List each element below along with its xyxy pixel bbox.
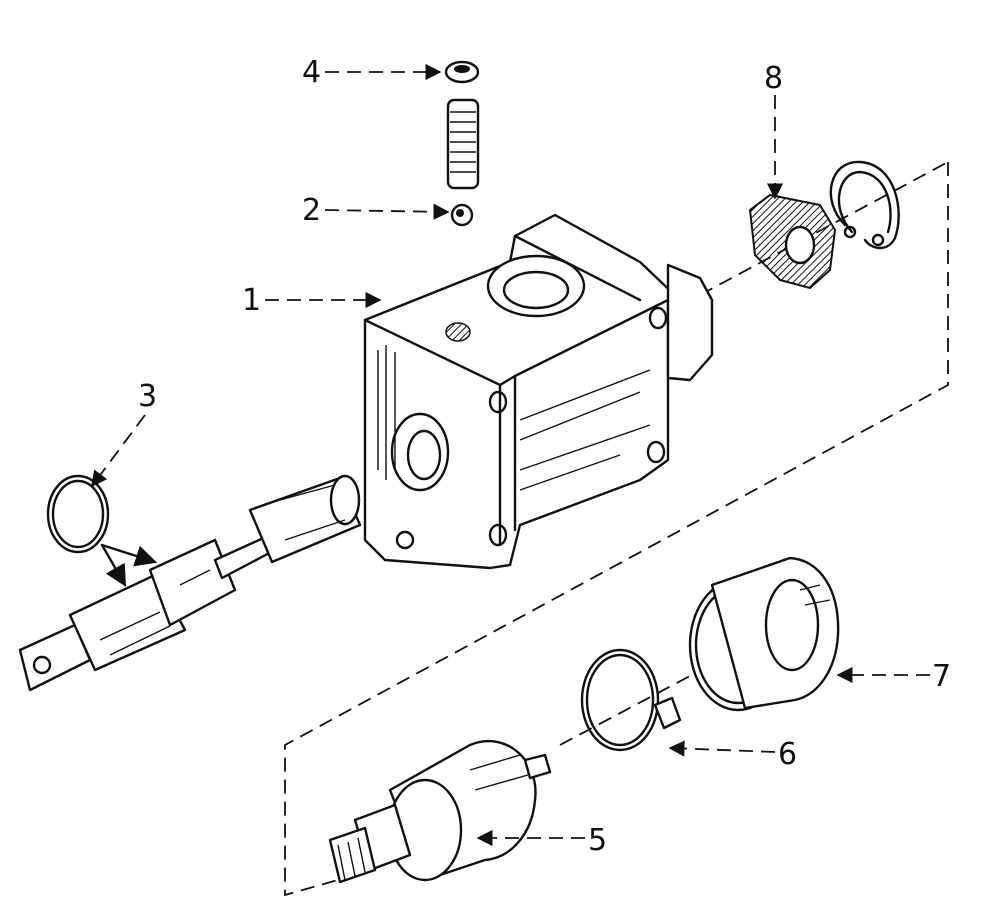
callout-3: 3	[138, 379, 157, 414]
callout-1: 1	[242, 283, 261, 318]
callout-5: 5	[588, 823, 607, 858]
washer-part-8	[748, 193, 837, 290]
o-ring-part-3	[46, 474, 110, 554]
ball-part-2	[450, 203, 474, 227]
solenoid-part-5	[328, 739, 552, 884]
retaining-ring	[829, 160, 900, 250]
callout-6: 6	[778, 737, 797, 772]
hose-clamp-part-6	[580, 648, 682, 752]
valve-body-part-1	[363, 213, 714, 570]
callout-2: 2	[302, 193, 321, 228]
spring	[446, 98, 480, 190]
callout-8: 8	[764, 61, 783, 96]
callout-7: 7	[932, 659, 951, 694]
callout-4: 4	[302, 55, 321, 90]
cover-cap-part-7	[688, 556, 840, 712]
spool	[18, 474, 362, 692]
plug-part-4	[444, 60, 480, 84]
leader-lines	[91, 63, 930, 847]
